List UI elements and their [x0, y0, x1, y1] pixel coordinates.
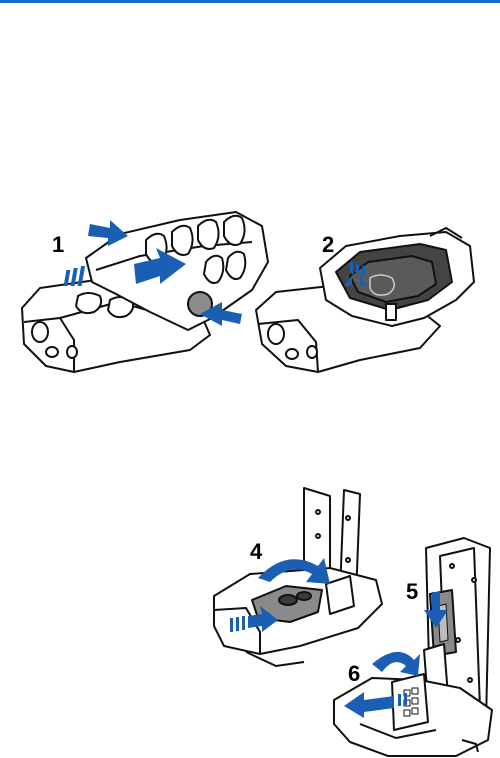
- phone-illustration-step-4: [214, 488, 382, 666]
- phone-illustration-step-2: [256, 228, 474, 372]
- arrow-rotate-down-icon: [372, 652, 420, 676]
- phone-illustration-step-1: [22, 212, 268, 372]
